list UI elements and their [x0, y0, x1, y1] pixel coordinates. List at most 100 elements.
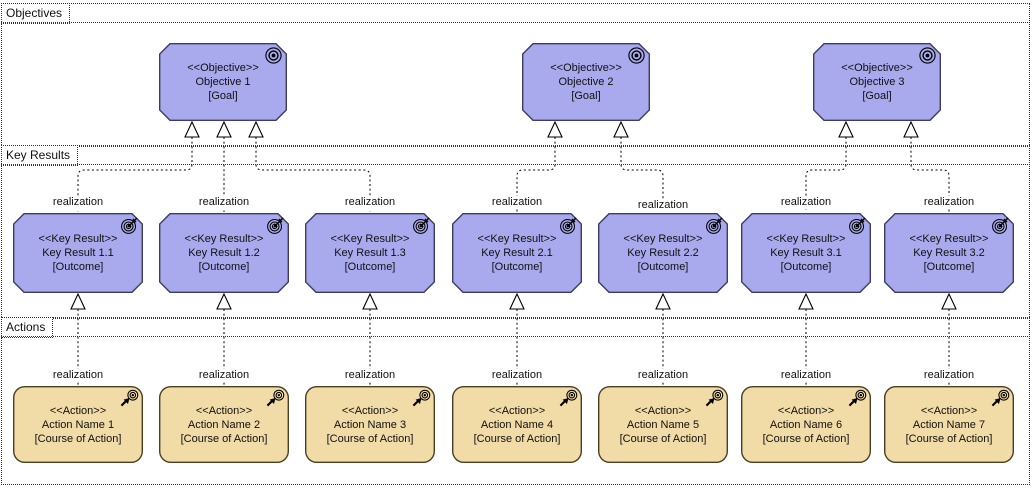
lane-objectives[interactable]: Objectives — [1, 3, 1030, 147]
course-of-action-icon — [991, 389, 1010, 407]
lane-key-results-tab[interactable]: Key Results — [1, 145, 79, 166]
goal-icon — [919, 47, 936, 64]
key-result-node-2-2[interactable]: <<Key Result>> Key Result 2.2 [Outcome] — [598, 213, 728, 293]
course-of-action-shape — [13, 386, 143, 463]
key-result-node-1-3[interactable]: <<Key Result>> Key Result 1.3 [Outcome] — [305, 213, 435, 293]
realization-label[interactable]: realization — [489, 196, 545, 209]
realization-connector-a3-kr13[interactable] — [362, 292, 378, 386]
lane-actions[interactable]: Actions — [1, 317, 1030, 485]
lane-objectives-tab[interactable]: Objectives — [1, 3, 71, 24]
course-of-action-shape — [159, 386, 289, 463]
realization-label[interactable]: realization — [921, 196, 977, 209]
realization-label[interactable]: realization — [342, 196, 398, 209]
realization-label[interactable]: realization — [196, 196, 252, 209]
key-result-node-2-1[interactable]: <<Key Result>> Key Result 2.1 [Outcome] — [452, 213, 582, 293]
realization-arrowhead — [798, 292, 814, 310]
realization-connector-a6-kr31[interactable] — [798, 292, 814, 386]
realization-arrowhead — [838, 120, 854, 138]
goal-icon — [265, 47, 282, 64]
course-of-action-icon — [266, 389, 285, 407]
realization-connector-kr22-obj2[interactable] — [613, 120, 664, 212]
realization-arrowhead — [248, 120, 264, 138]
realization-connector-kr32-obj3[interactable] — [903, 120, 950, 212]
lane-key-results[interactable]: Key Results — [1, 145, 1030, 319]
course-of-action-icon — [848, 389, 867, 407]
outcome-icon — [992, 217, 1009, 234]
realization-label[interactable]: realization — [50, 196, 106, 209]
realization-connector-a4-kr21[interactable] — [509, 292, 525, 386]
action-node-6[interactable]: <<Action>> Action Name 6 [Course of Acti… — [741, 386, 871, 463]
action-node-3[interactable]: <<Action>> Action Name 3 [Course of Acti… — [305, 386, 435, 463]
action-node-5[interactable]: <<Action>> Action Name 5 [Course of Acti… — [598, 386, 728, 463]
realization-connector-a7-kr32[interactable] — [941, 292, 957, 386]
realization-label[interactable]: realization — [921, 369, 977, 382]
key-result-node-1-2[interactable]: <<Key Result>> Key Result 1.2 [Outcome] — [159, 213, 289, 293]
lane-objectives-divider — [1, 22, 1030, 23]
goal-shape — [813, 43, 941, 121]
realization-arrowhead — [655, 292, 671, 310]
realization-label[interactable]: realization — [50, 369, 106, 382]
key-result-node-3-2[interactable]: <<Key Result>> Key Result 3.2 [Outcome] — [884, 213, 1014, 293]
realization-arrowhead — [613, 120, 629, 138]
realization-arrowhead — [70, 292, 86, 310]
realization-label[interactable]: realization — [342, 369, 398, 382]
lane-actions-divider — [1, 336, 1030, 337]
course-of-action-shape — [741, 386, 871, 463]
outcome-icon — [413, 217, 430, 234]
lane-key-results-divider — [1, 164, 1030, 165]
goal-shape — [522, 43, 650, 121]
key-result-node-1-1[interactable]: <<Key Result>> Key Result 1.1 [Outcome] — [13, 213, 143, 293]
action-node-4[interactable]: <<Action>> Action Name 4 [Course of Acti… — [452, 386, 582, 463]
action-node-7[interactable]: <<Action>> Action Name 7 [Course of Acti… — [884, 386, 1014, 463]
realization-connector-kr12-obj1[interactable] — [216, 120, 232, 212]
lane-key-results-title: Key Results — [6, 148, 71, 162]
outcome-icon — [121, 217, 138, 234]
course-of-action-icon — [559, 389, 578, 407]
action-node-2[interactable]: <<Action>> Action Name 2 [Course of Acti… — [159, 386, 289, 463]
realization-label[interactable]: realization — [635, 369, 691, 382]
lane-actions-tab[interactable]: Actions — [1, 317, 54, 338]
course-of-action-icon — [120, 389, 139, 407]
course-of-action-shape — [452, 386, 582, 463]
realization-connector-kr21-obj2[interactable] — [516, 120, 563, 212]
outcome-shape — [13, 213, 143, 293]
course-of-action-shape — [884, 386, 1014, 463]
course-of-action-icon — [412, 389, 431, 407]
outcome-icon — [849, 217, 866, 234]
realization-label[interactable]: realization — [778, 196, 834, 209]
realization-label[interactable]: realization — [778, 369, 834, 382]
realization-arrowhead — [216, 292, 232, 310]
realization-arrowhead — [941, 292, 957, 310]
outcome-shape — [884, 213, 1014, 293]
lane-actions-title: Actions — [6, 320, 46, 334]
outcome-icon — [267, 217, 284, 234]
outcome-shape — [305, 213, 435, 293]
objective-node-3[interactable]: <<Objective>> Objective 3 [Goal] — [813, 43, 941, 121]
realization-label[interactable]: realization — [635, 199, 691, 212]
realization-arrowhead — [509, 292, 525, 310]
course-of-action-shape — [305, 386, 435, 463]
realization-label[interactable]: realization — [489, 369, 545, 382]
goal-shape — [159, 43, 287, 121]
realization-connector-kr31-obj3[interactable] — [805, 120, 854, 212]
realization-connector-kr11-obj1[interactable] — [77, 120, 200, 212]
lane-objectives-title: Objectives — [6, 6, 63, 20]
outcome-icon — [706, 217, 723, 234]
action-node-1[interactable]: <<Action>> Action Name 1 [Course of Acti… — [13, 386, 143, 463]
key-result-node-3-1[interactable]: <<Key Result>> Key Result 3.1 [Outcome] — [741, 213, 871, 293]
outcome-shape — [598, 213, 728, 293]
realization-connector-a5-kr22[interactable] — [655, 292, 671, 386]
objective-node-1[interactable]: <<Objective>> Objective 1 [Goal] — [159, 43, 287, 121]
realization-label[interactable]: realization — [196, 369, 252, 382]
goal-icon — [628, 47, 645, 64]
outcome-shape — [159, 213, 289, 293]
outcome-icon — [560, 217, 577, 234]
outcome-shape — [741, 213, 871, 293]
realization-connector-a1-kr11[interactable] — [70, 292, 86, 386]
realization-arrowhead — [216, 120, 232, 138]
objective-node-2[interactable]: <<Objective>> Objective 2 [Goal] — [522, 43, 650, 121]
realization-connector-kr13-obj1[interactable] — [248, 120, 371, 212]
realization-connector-a2-kr12[interactable] — [216, 292, 232, 386]
